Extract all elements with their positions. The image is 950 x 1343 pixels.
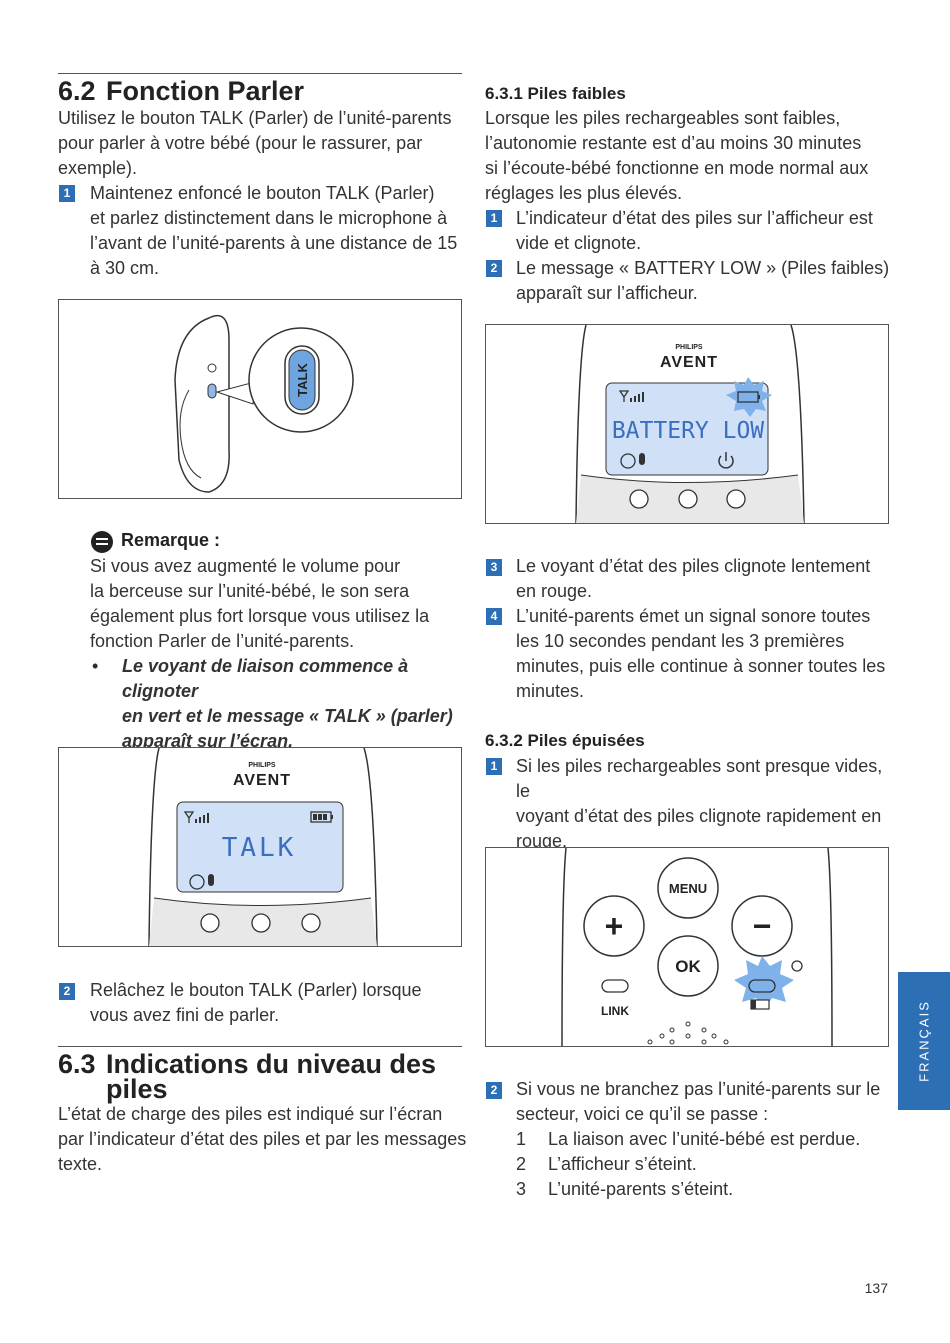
section-title: Indications du niveau des	[106, 1049, 437, 1079]
indicator-light	[629, 489, 649, 509]
step-text: Si vous ne branchez pas l’unité-parents …	[516, 1079, 881, 1124]
step-badge: 2	[59, 983, 75, 1000]
intro-paragraph: Utilisez le bouton TALK (Parler) de l’un…	[58, 108, 452, 178]
step-text: L’unité-parents émet un signal sonore to…	[516, 606, 886, 701]
link-light	[601, 979, 629, 993]
signal-icon	[183, 811, 209, 823]
menu-button-label: MENU	[669, 881, 707, 896]
section-rule	[58, 73, 462, 74]
section-rule	[58, 1046, 462, 1047]
battery-light	[748, 979, 776, 993]
step-badge: 3	[486, 559, 502, 576]
subsection-body: Lorsque les piles rechargeables sont fai…	[485, 108, 869, 203]
step-text: Le voyant d’état des piles clignote lent…	[516, 556, 871, 601]
brand-logo: AVENT	[233, 772, 291, 789]
brand-top-text: PHILIPS	[675, 344, 703, 351]
indicator-light	[678, 489, 698, 509]
brand-logo: AVENT	[660, 354, 718, 371]
section-6-3-heading: 6.3 Indications du niveau des piles	[58, 1049, 436, 1104]
talk-button-label: TALK	[295, 363, 310, 397]
section-number: 6.3	[58, 1049, 96, 1079]
battery-icon	[750, 999, 770, 1010]
subsection-6-3-2-heading: 6.3.2 Piles épuisées	[485, 731, 645, 750]
step-text: Relâchez le bouton TALK (Parler) lorsque…	[90, 980, 422, 1025]
step-text: Si les piles rechargeables sont presque …	[516, 756, 883, 851]
battery-low-illustration: PHILIPS AVENT BATTERY LOW	[485, 324, 889, 524]
ok-button	[657, 935, 719, 997]
speaker-holes	[647, 1021, 729, 1045]
lcd-message: BATTERY LOW	[612, 418, 764, 444]
menu-button	[657, 857, 719, 919]
note-title: Remarque :	[121, 530, 221, 550]
battery-empty-icon	[737, 391, 760, 403]
talk-mic-icon	[620, 453, 645, 469]
step-text: L’indicateur d’état des piles sur l’affi…	[516, 208, 873, 253]
subsection-6-3-1-heading: 6.3.1 Piles faibles	[485, 84, 626, 103]
step-text: Le message « BATTERY LOW » (Piles faible…	[516, 258, 890, 303]
step-badge: 1	[486, 210, 502, 227]
section-title: Fonction Parler	[106, 76, 305, 106]
indicator-light	[726, 489, 746, 509]
indicator-light	[301, 913, 321, 933]
section-6-3-body: L’état de charge des piles est indiqué s…	[58, 1104, 467, 1174]
indicator-light	[251, 913, 271, 933]
talk-display-illustration: PHILIPS AVENT TALK	[58, 747, 462, 947]
indicator-light	[200, 913, 220, 933]
step-badge: 2	[486, 1082, 502, 1099]
control-buttons-illustration: MENU + − OK LINK	[485, 847, 889, 1047]
section-6-2-heading: 6.2 Fonction Parler	[58, 76, 304, 106]
note-bullet-text: Le voyant de liaison commence à clignote…	[122, 656, 453, 751]
flash-burst	[726, 377, 772, 417]
page-number: 137	[864, 1280, 888, 1296]
section-title-cont: piles	[106, 1074, 168, 1104]
battery-full-icon	[310, 811, 333, 823]
step-text: Maintenez enfoncé le bouton TALK (Parler…	[90, 183, 458, 278]
status-led	[791, 960, 803, 972]
minus-button-label: −	[753, 908, 772, 944]
step-badge: 1	[486, 758, 502, 775]
talk-button-drawing: TALK	[174, 314, 354, 493]
note-icon	[91, 531, 113, 553]
link-label: LINK	[601, 1004, 629, 1018]
brand-top-text: PHILIPS	[248, 762, 276, 769]
lcd-message: TALK	[222, 833, 297, 863]
plus-button	[583, 895, 645, 957]
ok-button-label: OK	[675, 957, 701, 976]
talk-button-illustration: TALK	[58, 299, 462, 499]
section-number: 6.2	[58, 76, 96, 106]
step-badge: 4	[486, 608, 502, 625]
step-badge: 1	[59, 185, 75, 202]
note-bullet: •	[92, 656, 99, 676]
power-icon	[718, 452, 734, 469]
step-badge: 2	[486, 260, 502, 277]
language-tab-label: FRANÇAIS	[916, 1000, 932, 1082]
plus-button-label: +	[605, 908, 624, 944]
talk-mic-icon	[189, 874, 214, 890]
signal-icon	[618, 390, 644, 402]
language-tab: FRANÇAIS	[898, 972, 950, 1110]
note-body: Si vous avez augmenté le volume pour la …	[90, 556, 430, 651]
